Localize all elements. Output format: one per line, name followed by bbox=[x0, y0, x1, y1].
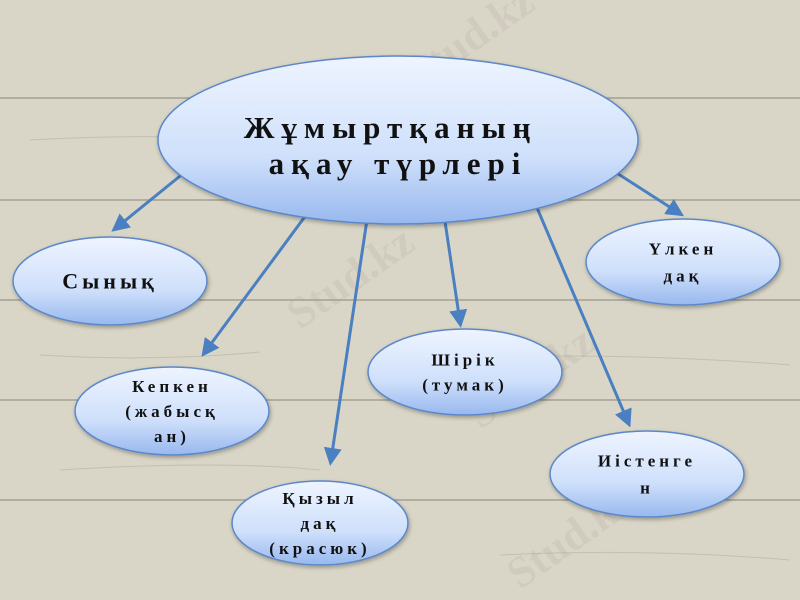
arrows bbox=[111, 168, 685, 466]
node-shirik: Шірік (тумак) bbox=[367, 328, 563, 416]
node-kyzyl-dak: Қызыл дақ (красюк) bbox=[231, 480, 409, 566]
title-line: Жұмыртқаның bbox=[244, 110, 538, 145]
node-label-line: (жабысқ bbox=[125, 402, 219, 421]
title-line: ақау түрлері bbox=[269, 146, 528, 181]
node-label: Сынық bbox=[62, 269, 158, 294]
node-label: Қызыл дақ (красюк) bbox=[269, 489, 370, 558]
node-ellipse bbox=[12, 236, 208, 326]
arrow-to-iistengen bbox=[530, 195, 632, 428]
arrow-to-kepken bbox=[201, 206, 314, 357]
node-ellipse bbox=[367, 328, 563, 416]
node-label-line: дақ bbox=[664, 266, 703, 285]
node-label-line: Кепкен bbox=[132, 377, 212, 396]
node-label-line: (тумак) bbox=[422, 375, 507, 394]
node-kepken: Кепкен (жабысқ ан) bbox=[74, 366, 270, 456]
node-ellipse bbox=[585, 218, 781, 306]
node-ellipse bbox=[231, 480, 409, 566]
node-label-line: ан) bbox=[154, 427, 190, 446]
arrow-to-synyk bbox=[111, 170, 186, 232]
node-label-line: Шірік bbox=[431, 350, 498, 369]
title-text: Жұмыртқаның ақау түрлері bbox=[244, 110, 553, 181]
node-ulken-dak: Үлкен дақ bbox=[585, 218, 781, 306]
node-label: Иістенге н bbox=[598, 451, 696, 497]
title-node bbox=[157, 55, 639, 225]
node-label-line: (красюк) bbox=[269, 539, 370, 558]
node-ellipse bbox=[74, 366, 270, 456]
arrow-to-shirik bbox=[441, 207, 468, 328]
node-label: Кепкен (жабысқ ан) bbox=[125, 377, 219, 446]
node-label-line: Қызыл bbox=[282, 489, 357, 508]
arrow-to-kyzyl-dak bbox=[323, 212, 370, 466]
node-synyk: Сынық bbox=[12, 236, 208, 326]
node-label-line: н bbox=[640, 478, 654, 497]
arrow-to-ulken-dak bbox=[611, 168, 685, 217]
node-label-line: Иістенге bbox=[598, 451, 696, 470]
node-label: Шірік (тумак) bbox=[422, 350, 507, 394]
node-label-line: Үлкен bbox=[649, 239, 718, 258]
node-label: Үлкен дақ bbox=[649, 239, 718, 285]
node-ellipse bbox=[549, 430, 745, 518]
node-label-line: Сынық bbox=[62, 269, 158, 294]
node-label-line: дақ bbox=[301, 514, 340, 533]
node-iistengen: Иістенге н bbox=[549, 430, 745, 518]
